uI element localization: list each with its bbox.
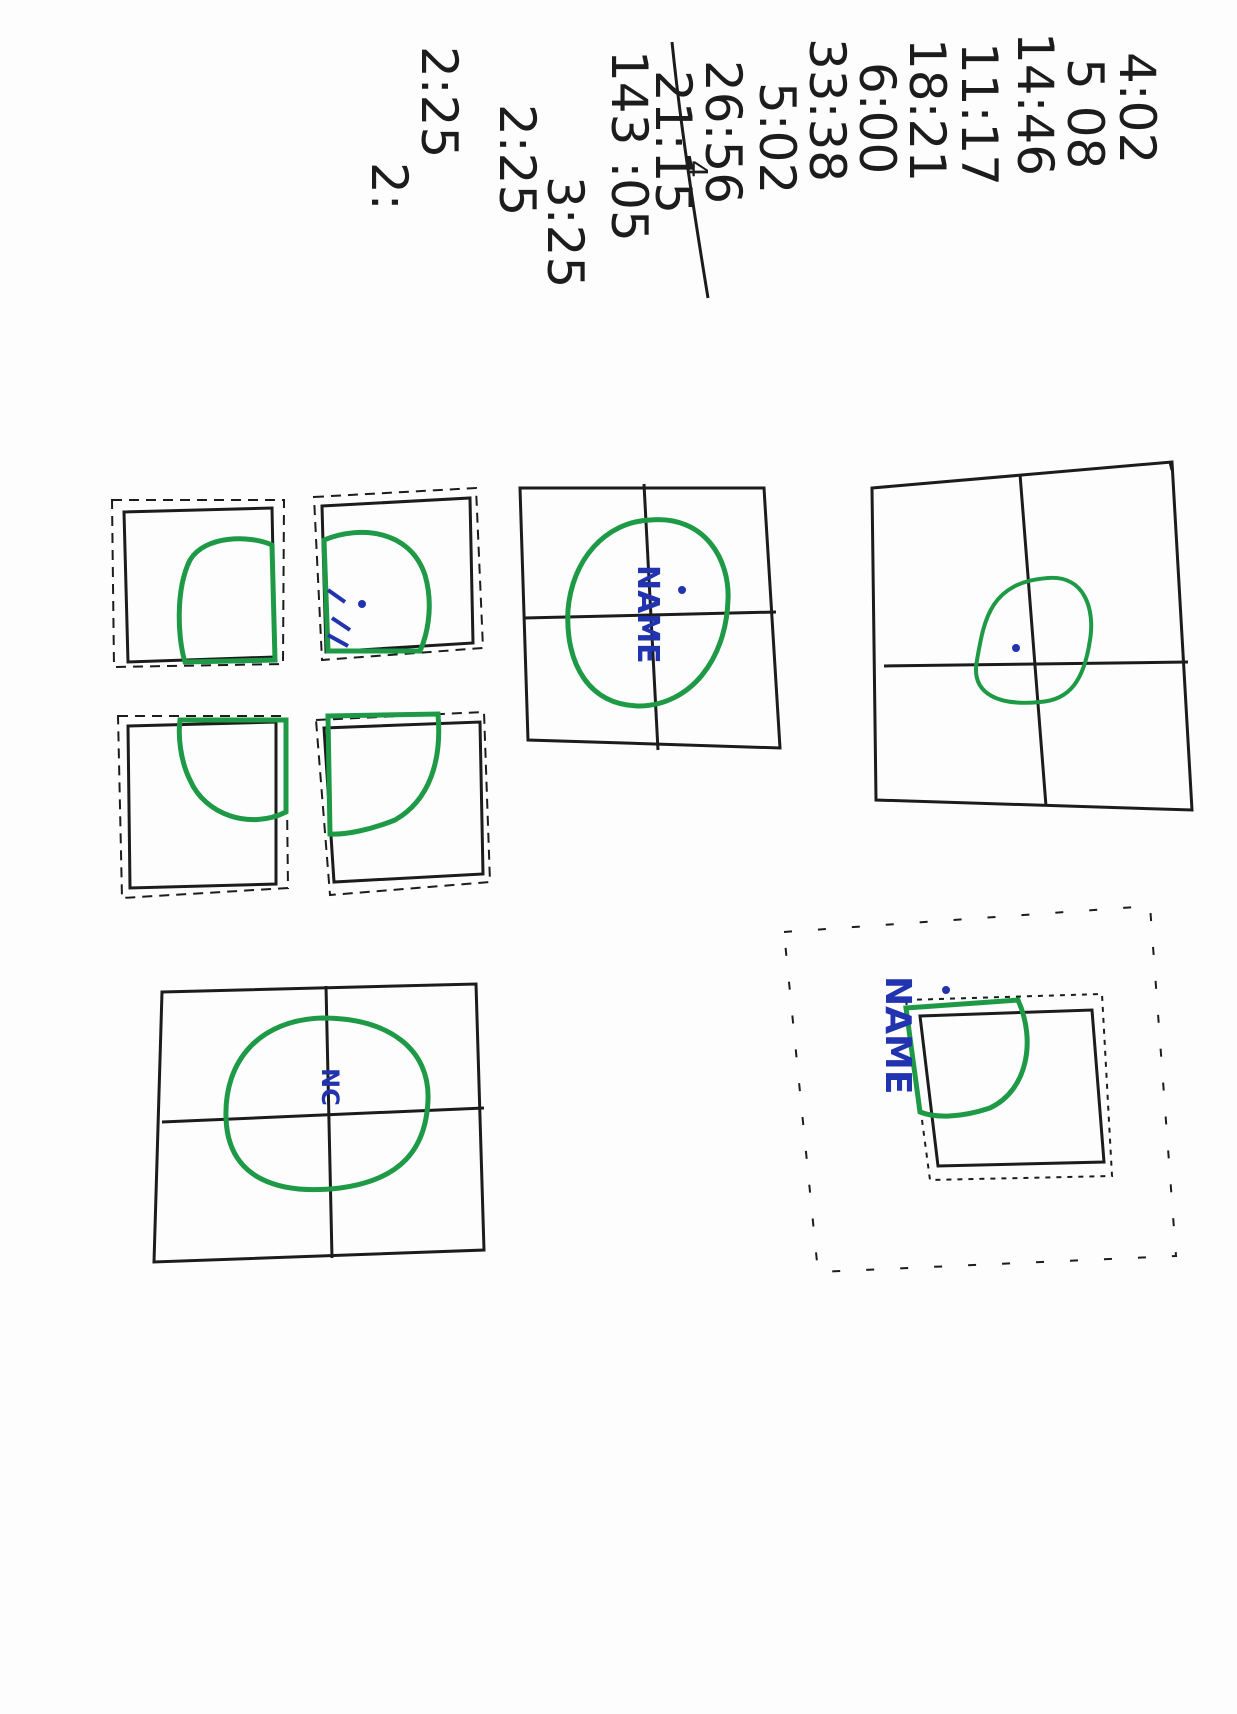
time-entry: 14:46 [1006,32,1064,176]
tile-outline-dashed [314,710,492,897]
time-entry: 33:38 [798,38,856,182]
square-outline [870,460,1194,812]
times-column-2: 3:25 2:25 2:25 2: [360,46,594,288]
tile-outline [122,506,277,664]
tile-outline [322,720,485,884]
time-total: 143 :05 [600,50,658,242]
time-entry: 4:02 [1108,52,1166,164]
marker-dot [358,600,366,608]
label-strokes [326,588,352,648]
time-entry: 5 08 [1056,58,1114,169]
time-entry: 6:00 [848,62,906,174]
vertical-divider [324,985,334,1259]
horizontal-divider [161,1106,485,1124]
tile-outline [126,720,278,890]
quarter-circle [176,536,278,665]
time-entry: 2: [360,162,418,211]
marker-dot [1012,644,1020,652]
tile-outline-dashed [116,715,290,900]
times-total: 143 :05 4 [600,50,714,242]
quarter-circle [325,711,442,837]
marker-dot [678,586,686,594]
time-entry: 2:25 [410,46,468,158]
quadrant-square-named: NAME [518,483,782,751]
circle [565,517,731,709]
quarter-circle [321,529,432,654]
time-entry: 26:56 [694,60,752,204]
tile-bottom-left [116,715,290,900]
vertical-divider [1018,473,1048,807]
outer-dashed-frame [782,904,1178,1274]
nc-label: NC [316,1068,344,1106]
tile-top-left [110,499,286,669]
quadrant-square-offset [870,460,1194,812]
quadrant-square-lower: NC [152,982,486,1264]
tile-outline [320,496,475,654]
circle [973,575,1094,705]
name-label: NAME [630,565,665,664]
time-entry: 11:17 [950,42,1008,186]
split-tiles [110,486,492,900]
time-entry: 3:25 [536,176,594,288]
horizontal-divider [883,660,1189,668]
time-entry: 2:25 [488,104,546,216]
tile-outline-dashed [110,499,286,669]
tile-bottom-right [314,710,492,897]
inner-dashed-frame [904,992,1114,1182]
times-column-1: 4:02 5 08 14:46 11:17 18:21 6:00 33:38 5… [644,32,1166,214]
overwrite-digit: 4 [681,160,714,178]
time-entry: 5:02 [748,82,806,194]
quarter-circle [176,717,289,823]
tile-top-right [312,486,485,662]
name-label: NAME [877,976,918,1094]
quarter-circle [903,997,1030,1119]
sum-line [670,41,710,299]
marker-dot [942,986,950,994]
square-outline [518,486,782,750]
circle [223,1015,431,1193]
nested-frames: NAME [782,904,1178,1274]
tile-outline-dashed [312,486,485,662]
square-outline [152,982,486,1264]
time-entry: 18:21 [898,38,956,182]
